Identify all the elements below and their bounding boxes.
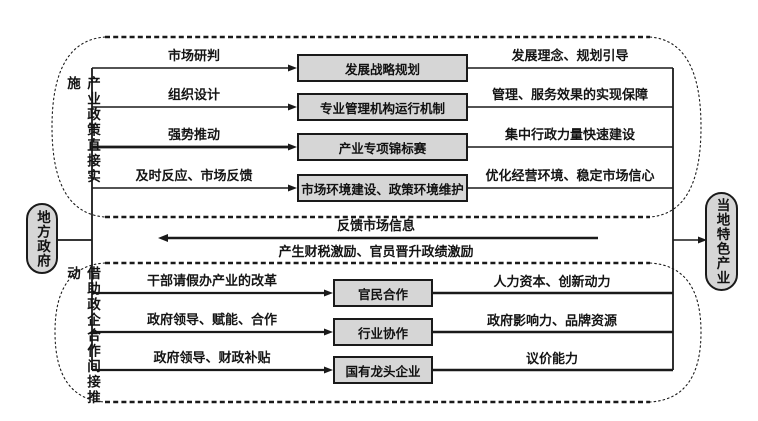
bottom-left-arrowheads xyxy=(324,289,333,374)
top-right-label-2: 管理、服务效果的实现保障 xyxy=(491,87,648,102)
feedback-arrowhead-icon xyxy=(158,234,168,242)
box-state-owned-leading-enterprise: 国有龙头企业 xyxy=(333,356,433,384)
box-industry-tournament: 产业专项锦标赛 xyxy=(297,133,468,161)
box-market-policy-environment: 市场环境建设、政策环境维护 xyxy=(297,174,468,202)
bottom-dashed-group-border xyxy=(54,261,702,404)
top-right-label-1: 发展理念、规划引导 xyxy=(511,48,629,63)
top-left-label-1: 市场研判 xyxy=(167,48,220,63)
box-official-civilian-cooperation: 官民合作 xyxy=(333,279,433,307)
top-dashed-group-border xyxy=(51,35,702,219)
feedback-above-label: 反馈市场信息 xyxy=(336,218,415,233)
top-left-label-4: 及时反应、市场反馈 xyxy=(135,168,253,183)
bottom-left-label-2: 政府领导、赋能、合作 xyxy=(146,312,277,327)
top-group-side-label: 产业政策直接实施 xyxy=(65,76,100,185)
bottom-right-lines xyxy=(432,291,673,372)
top-left-arrows xyxy=(92,67,288,189)
top-left-label-2: 组织设计 xyxy=(167,87,220,102)
box-development-strategy: 发展战略规划 xyxy=(297,54,468,82)
top-right-label-4: 优化经营环境、稳定市场信心 xyxy=(485,168,655,183)
bottom-right-label-2: 政府影响力、品牌资源 xyxy=(486,313,617,328)
top-left-label-3: 强势推动 xyxy=(167,127,220,142)
bottom-right-label-1: 人力资本、创新动力 xyxy=(493,274,611,289)
box-management-mechanism: 专业管理机构运行机制 xyxy=(297,93,468,121)
local-specialty-industry-node: 当地特色产业 xyxy=(705,192,738,291)
feedback-below-label: 产生财税激励、官员晋升政绩激励 xyxy=(278,244,474,259)
box-industry-collaboration: 行业协作 xyxy=(333,318,433,346)
bottom-group-side-label: 借助政企合作间接推动 xyxy=(65,266,100,406)
bottom-left-label-1: 干部请假办产业的改革 xyxy=(146,273,277,288)
right-node-arrowhead-icon xyxy=(698,236,707,244)
bottom-left-arrows xyxy=(92,291,324,372)
local-government-node: 地方政府 xyxy=(26,203,58,274)
bottom-right-label-3: 议价能力 xyxy=(525,351,578,366)
top-right-lines xyxy=(467,67,673,189)
top-left-arrowheads xyxy=(288,64,297,192)
bottom-left-label-3: 政府领导、财政补贴 xyxy=(153,350,271,365)
top-right-label-3: 集中行政力量快速建设 xyxy=(504,127,635,142)
